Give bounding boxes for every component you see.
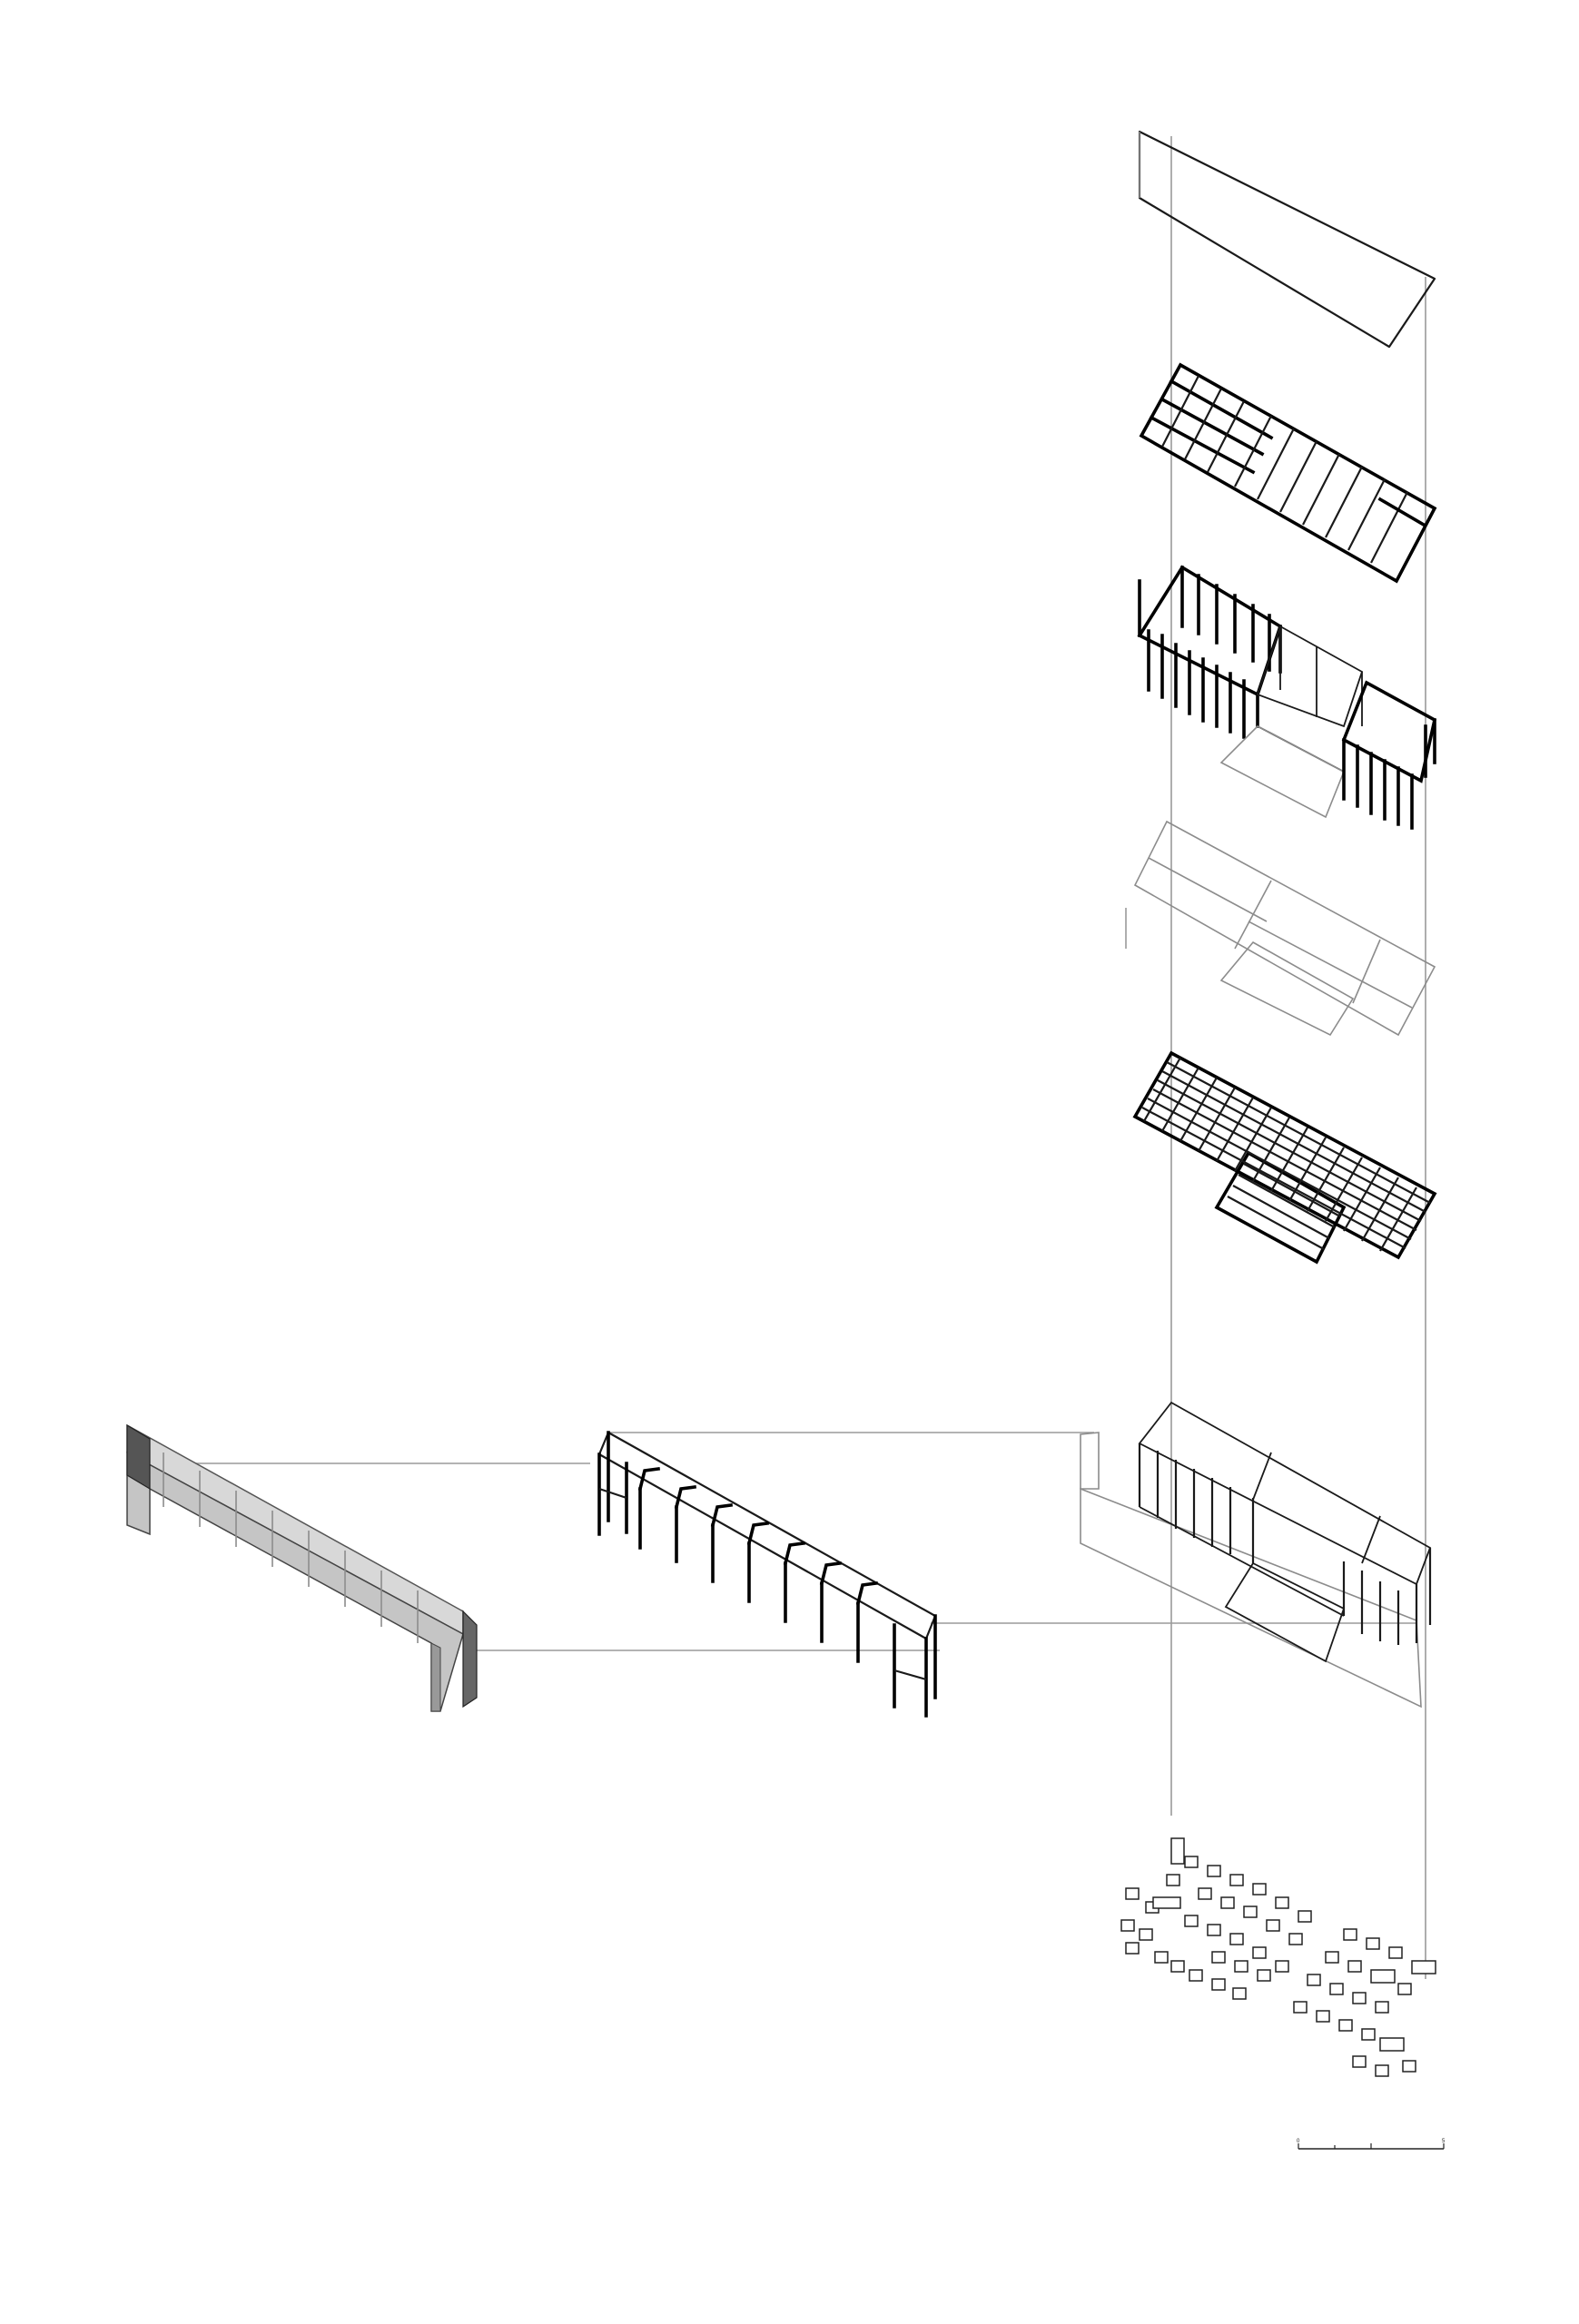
furniture-block-left	[1120, 1837, 1247, 2000]
ceiling-outline	[1133, 820, 1436, 1037]
furniture-block-middle	[1184, 1865, 1312, 1982]
floor-deck-slats	[1132, 1050, 1437, 1265]
furniture-layout	[1120, 1837, 1436, 2077]
roof-panel	[1138, 130, 1436, 349]
scale-bar-tick-0: 0	[1297, 2139, 1300, 2144]
cladding-canopy	[126, 1423, 478, 1712]
wall-stud-frames	[1137, 565, 1437, 830]
scale-bar-tick-5: 5	[1442, 2139, 1446, 2144]
projection-lines	[163, 136, 1426, 1979]
furniture-block-right	[1293, 1928, 1436, 2077]
portal-frame-structure	[597, 1431, 937, 1718]
roof-joist-frame	[1139, 362, 1437, 584]
scale-bar: 0 5	[1297, 2139, 1446, 2150]
glazed-pavilion-volume	[1080, 1401, 1432, 1709]
